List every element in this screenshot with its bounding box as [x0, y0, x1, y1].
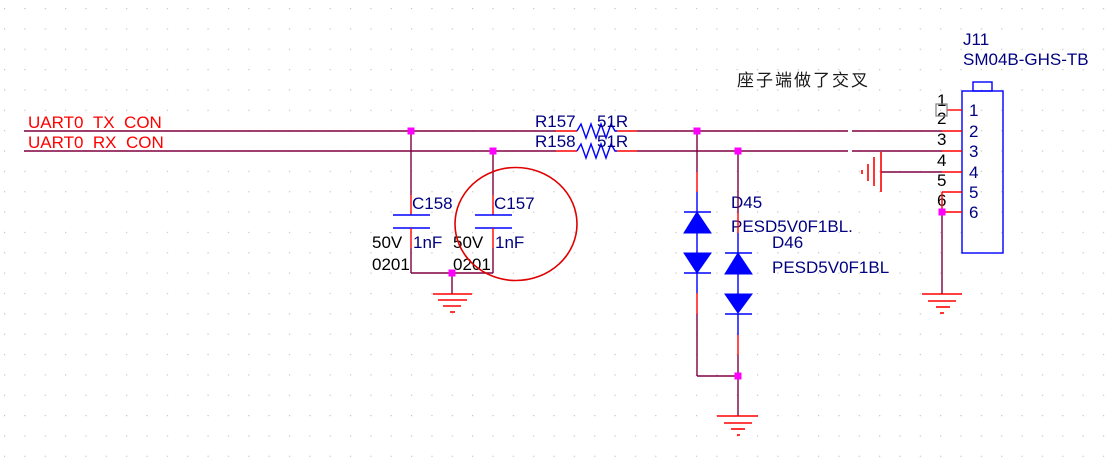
junction-dot — [693, 127, 701, 135]
j11-pin-label: 1 — [969, 101, 978, 120]
r157-value: 51R — [597, 112, 628, 131]
d46-ref: D46 — [772, 233, 803, 252]
r157-ref: R157 — [535, 112, 576, 131]
annotation-circle[interactable] — [454, 166, 578, 282]
j11-part: SM04B-GHS-TB — [963, 50, 1089, 69]
d45-part: PESD5V0F1BL. — [731, 217, 853, 236]
net-label-tx[interactable]: UART0_TX_CON — [28, 113, 162, 132]
junction-dot — [448, 269, 456, 277]
j11-pin-number: 3 — [937, 130, 946, 149]
j11-pin-number: 1 — [937, 91, 946, 110]
no-connect-marker[interactable] — [935, 103, 948, 117]
j11-pin-label: 5 — [969, 183, 978, 202]
d46-part: PESD5V0F1BL — [772, 258, 889, 277]
c157-value: 1nF — [495, 233, 524, 252]
c157-package: 0201 — [453, 255, 491, 274]
j11-pin-number: 2 — [937, 109, 946, 128]
d45-ref: D45 — [731, 193, 762, 212]
diode-d45[interactable]: D45 PESD5V0F1BL. — [683, 131, 853, 376]
j11-pin-label: 3 — [969, 142, 978, 161]
c157-ref: C157 — [494, 194, 535, 213]
j11-pin-number: 5 — [937, 171, 946, 190]
c158-voltage: 50V — [372, 233, 403, 252]
ground-symbol-connector[interactable] — [922, 293, 962, 314]
j11-ref: J11 — [963, 30, 989, 49]
j11-pin-label: 2 — [969, 122, 978, 141]
junction-dot — [407, 127, 415, 135]
capacitor-c158[interactable]: C158 50V 1nF 0201 — [372, 131, 453, 274]
ground-symbol-diodes[interactable] — [717, 415, 758, 436]
resistor-r158[interactable]: R158 51R — [535, 132, 637, 161]
c158-value: 1nF — [413, 233, 442, 252]
junction-dot — [734, 372, 742, 380]
c158-package: 0201 — [372, 255, 410, 274]
r158-ref: R158 — [535, 132, 576, 151]
diode-d46[interactable]: D46 PESD5V0F1BL — [724, 151, 889, 416]
junction-dot — [938, 208, 946, 216]
junction-dot — [734, 147, 742, 155]
annotation-note[interactable]: 座子端做了交叉 — [737, 71, 870, 91]
j11-pin-number: 4 — [937, 151, 946, 170]
c158-ref: C158 — [412, 194, 453, 213]
j11-pin-label: 6 — [969, 203, 978, 222]
junction-dot — [489, 147, 497, 155]
j11-pin-label: 4 — [969, 163, 978, 182]
ground-symbol-caps[interactable] — [433, 293, 472, 313]
r158-value: 51R — [597, 132, 628, 151]
connector-j11[interactable]: J11 SM04B-GHS-TB 1 2 3 4 5 6 1 2 3 4 5 6 — [935, 30, 1089, 254]
net-label-rx[interactable]: UART0_RX_CON — [28, 133, 164, 152]
ground-symbol-pin4[interactable] — [861, 152, 882, 192]
resistor-r157[interactable]: R157 51R — [535, 112, 637, 141]
